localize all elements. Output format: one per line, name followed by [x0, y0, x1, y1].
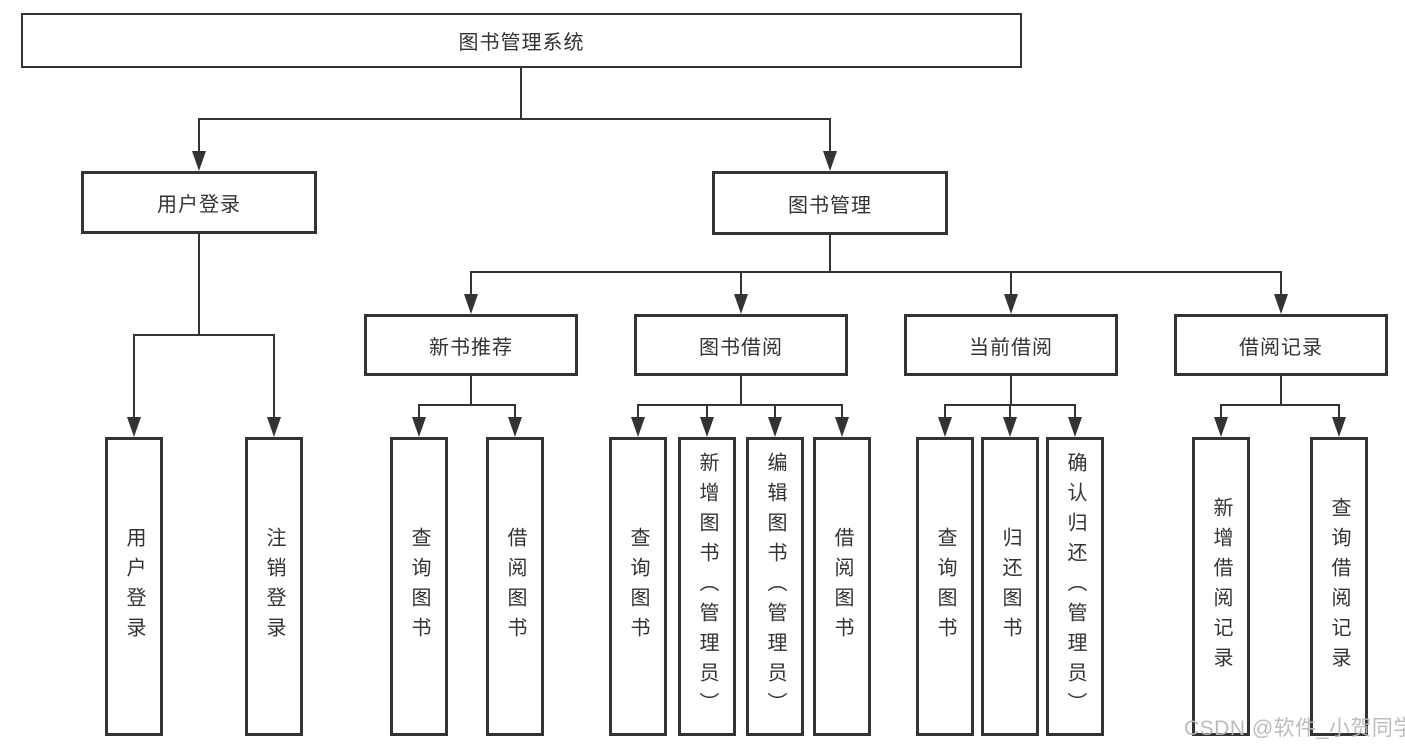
node-borrowing-records: 借阅记录: [1174, 314, 1388, 376]
node-book-borrowing: 图书借阅: [634, 314, 848, 376]
leaf-confirm-return-admin: 确认归还（管理员）: [1046, 437, 1104, 736]
leaf-label: 查询图书: [627, 526, 649, 647]
csdn-watermark: CSDN @软件_小贺同学: [1184, 717, 1405, 740]
connector-current-stem: [1010, 375, 1012, 406]
leaf-label: 借阅图书: [831, 526, 853, 647]
connector-records-stem: [1280, 375, 1282, 406]
arrow-down-icon: [938, 417, 952, 437]
arrow-down-icon: [267, 417, 281, 437]
arrow-down-icon: [1332, 417, 1346, 437]
arrow-down-icon: [1214, 417, 1228, 437]
connector-drop-book-mgmt: [829, 118, 831, 152]
connector-drop-leaf: [774, 404, 776, 418]
leaf-query-borrow-record: 查询借阅记录: [1310, 437, 1368, 736]
connector-drop-leaf: [1074, 404, 1076, 418]
connector-level1-bar: [198, 118, 831, 120]
leaf-query-books-borrowing: 查询图书: [609, 437, 667, 736]
connector-root-stem: [520, 68, 522, 119]
leaf-label: 查询借阅记录: [1328, 496, 1350, 677]
node-label: 图书管理系统: [458, 32, 585, 54]
leaf-user-login: 用户登录: [105, 437, 163, 736]
connector-drop-new-book: [470, 271, 472, 295]
node-label: 当前借阅: [969, 336, 1053, 359]
arrow-down-icon: [823, 151, 837, 171]
leaf-query-books-recommend: 查询图书: [390, 437, 448, 736]
leaf-label: 确认归还（管理员）: [1064, 451, 1086, 722]
arrow-down-icon: [768, 417, 782, 437]
connector-drop-leaf: [1338, 404, 1340, 418]
leaf-borrow-books: 借阅图书: [813, 437, 871, 736]
connector-drop-leaf: [418, 404, 420, 418]
connector-drop-book-borrow: [740, 271, 742, 295]
node-book-management: 图书管理: [712, 171, 948, 235]
connector-drop-leaf-login: [133, 334, 135, 418]
arrow-down-icon: [1068, 417, 1082, 437]
arrow-down-icon: [464, 294, 478, 314]
leaf-borrow-books-recommend: 借阅图书: [486, 437, 544, 736]
connector-recommend-bar: [418, 404, 516, 406]
leaf-label: 编辑图书（管理员）: [764, 451, 786, 722]
connector-drop-leaf: [841, 404, 843, 418]
leaf-label: 查询图书: [408, 526, 430, 647]
leaf-label: 新增借阅记录: [1210, 496, 1232, 677]
arrow-down-icon: [835, 417, 849, 437]
leaf-add-books-admin: 新增图书（管理员）: [678, 437, 736, 736]
arrow-down-icon: [1004, 294, 1018, 314]
leaf-logout: 注销登录: [245, 437, 303, 736]
leaf-label: 查询图书: [934, 526, 956, 647]
connector-level2-bar: [470, 271, 1282, 273]
connector-drop-leaf: [944, 404, 946, 418]
node-current-borrowing: 当前借阅: [904, 314, 1118, 376]
node-label: 借阅记录: [1239, 336, 1323, 359]
arrow-down-icon: [127, 417, 141, 437]
connector-drop-leaf: [1220, 404, 1222, 418]
connector-drop-leaf: [637, 404, 639, 418]
node-new-book-recommend: 新书推荐: [364, 314, 578, 376]
leaf-edit-books-admin: 编辑图书（管理员）: [746, 437, 804, 736]
connector-drop-current-borrow: [1010, 271, 1012, 295]
node-label: 用户登录: [157, 194, 241, 216]
leaf-label: 新增图书（管理员）: [696, 451, 718, 722]
connector-user-login-bar: [133, 334, 275, 336]
arrow-down-icon: [1274, 294, 1288, 314]
connector-drop-leaf-logout: [273, 334, 275, 418]
leaf-label: 借阅图书: [504, 526, 526, 647]
arrow-down-icon: [192, 151, 206, 171]
node-label: 图书管理: [788, 194, 872, 217]
arrow-down-icon: [1003, 417, 1017, 437]
connector-drop-leaf: [1009, 404, 1011, 418]
node-library-management-system: 图书管理系统: [21, 13, 1022, 68]
arrow-down-icon: [631, 417, 645, 437]
arrow-down-icon: [508, 417, 522, 437]
connector-borrowing-stem: [740, 375, 742, 406]
node-label: 新书推荐: [429, 336, 513, 359]
leaf-label: 归还图书: [999, 526, 1021, 647]
node-label: 图书借阅: [699, 336, 783, 359]
leaf-label: 用户登录: [123, 526, 145, 647]
connector-user-login-stem: [198, 233, 200, 336]
connector-recommend-stem: [470, 375, 472, 406]
leaf-return-books: 归还图书: [981, 437, 1039, 736]
leaf-add-borrow-record: 新增借阅记录: [1192, 437, 1250, 736]
node-user-login: 用户登录: [81, 171, 317, 234]
connector-borrowing-bar: [637, 404, 843, 406]
leaf-label: 注销登录: [263, 526, 285, 647]
arrow-down-icon: [412, 417, 426, 437]
connector-book-mgmt-stem: [829, 234, 831, 273]
connector-drop-leaf: [706, 404, 708, 418]
connector-records-bar: [1220, 404, 1340, 406]
connector-drop-user-login: [198, 118, 200, 152]
leaf-query-books-current: 查询图书: [916, 437, 974, 736]
connector-drop-leaf: [514, 404, 516, 418]
connector-drop-borrow-record: [1280, 271, 1282, 295]
arrow-down-icon: [700, 417, 714, 437]
arrow-down-icon: [734, 294, 748, 314]
